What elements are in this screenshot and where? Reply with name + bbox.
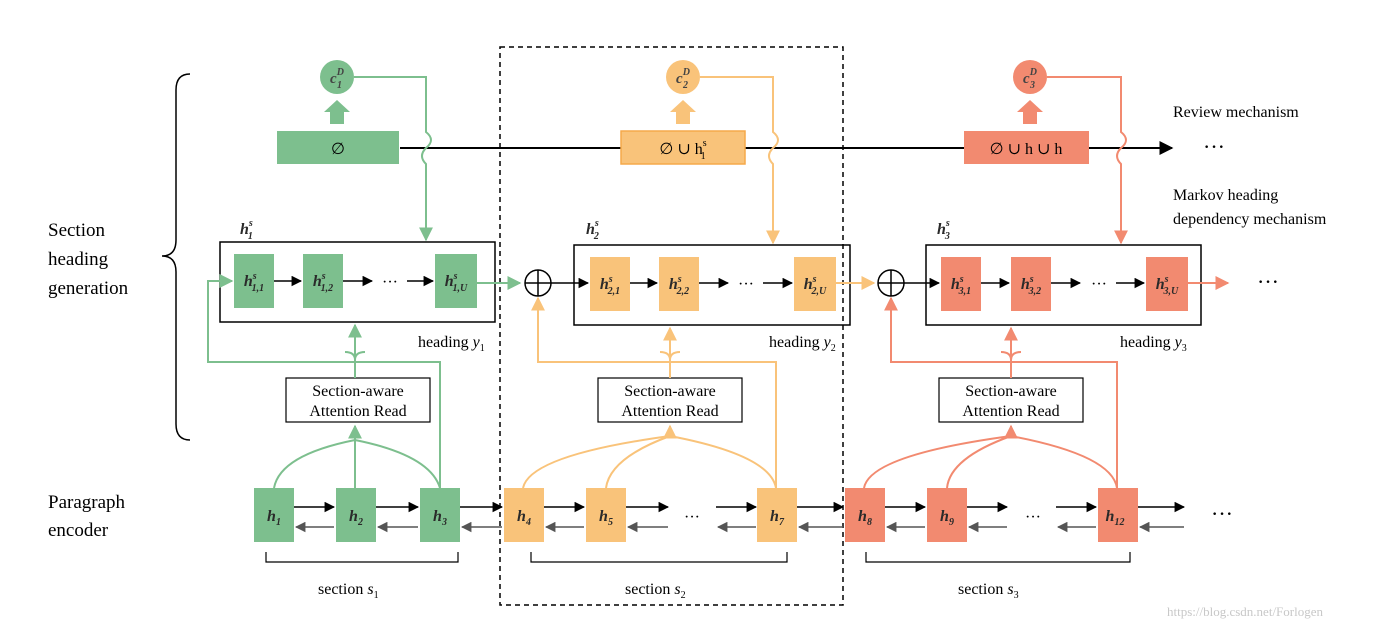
section-bracket-1 xyxy=(265,552,459,563)
decoder-ellipsis-3: ··· xyxy=(1091,276,1107,293)
decoder-node-3-1 xyxy=(941,257,981,311)
memory-box-3 xyxy=(964,131,1089,164)
label-review-mechanism: Review mechanism xyxy=(1173,104,1299,121)
decoder-ellipsis-1: ··· xyxy=(382,274,398,291)
decoder-ellipsis-2: ··· xyxy=(738,276,754,293)
encoder-node-4 xyxy=(504,488,544,542)
label-section-heading-2: heading xyxy=(48,249,109,270)
svg-text:cD1: cD1 xyxy=(330,67,344,91)
context-feed-1 xyxy=(354,76,433,242)
init-feed-1 xyxy=(207,274,441,488)
svg-text:cD3: cD3 xyxy=(1023,67,1037,91)
encoder-end-ellipsis: ··· xyxy=(1211,501,1233,526)
label-markov-1: Markov heading xyxy=(1173,187,1278,204)
label-paragraph-encoder-1: Paragraph xyxy=(48,492,126,513)
svg-text:cD2: cD2 xyxy=(676,67,690,91)
decoder-box-2 xyxy=(573,244,851,326)
decoder-node-1-3 xyxy=(435,254,477,308)
encoder-node-2 xyxy=(336,488,376,542)
memory-label-3: ∅ ∪ h ∪ h xyxy=(990,141,1063,158)
encoder-node-5 xyxy=(586,488,626,542)
attention-label-1b: Attention Read xyxy=(309,403,406,420)
label-section-heading-1: Section xyxy=(48,220,105,241)
memory-box-2 xyxy=(620,130,746,165)
context-feed-3 xyxy=(1047,76,1128,245)
label-paragraph-encoder-2: encoder xyxy=(48,520,109,541)
left-brace xyxy=(161,73,191,441)
decoder-node-2-1 xyxy=(590,257,630,311)
section-bracket-3 xyxy=(865,552,1131,563)
watermark: https://blog.csdn.net/Forlogen xyxy=(1167,604,1323,619)
section-label-2: section s2 xyxy=(625,581,686,601)
encoder-node-8 xyxy=(845,488,885,542)
decoder-node-2-3 xyxy=(794,257,836,311)
encoder-ellipsis-1: ··· xyxy=(684,509,700,526)
encoder-node-3 xyxy=(420,488,460,542)
attention-label-3a: Section-aware xyxy=(965,383,1057,400)
markov-ellipsis: ··· xyxy=(1257,269,1279,294)
memory-label-1: ∅ xyxy=(331,141,345,158)
context-feed-2 xyxy=(700,76,780,245)
decoder-node-1-2 xyxy=(303,254,343,308)
encoder-ellipsis-2: ··· xyxy=(1025,509,1041,526)
heading-label-3: heading y3 xyxy=(1120,334,1187,354)
decoder-node-3-2 xyxy=(1011,257,1051,311)
review-ellipsis: ··· xyxy=(1203,134,1225,159)
encoder-node-7 xyxy=(757,488,797,542)
label-section-heading-3: generation xyxy=(48,278,129,299)
label-markov-2: dependency mechanism xyxy=(1173,211,1327,228)
encoder-node-9 xyxy=(927,488,967,542)
section-bracket-2 xyxy=(530,552,788,563)
attention-label-3b: Attention Read xyxy=(962,403,1059,420)
heading-label-1: heading y1 xyxy=(418,334,485,354)
decoder-node-1-1 xyxy=(234,254,274,308)
encoder-node-1 xyxy=(254,488,294,542)
section-2-highlight xyxy=(499,46,844,606)
attention-label-2a: Section-aware xyxy=(624,383,716,400)
memory-box-1 xyxy=(277,131,399,164)
init-feed-2 xyxy=(531,296,777,488)
decoder-node-2-2 xyxy=(659,257,699,311)
heading-label-2: heading y2 xyxy=(769,334,836,354)
decoder-node-3-3 xyxy=(1146,257,1188,311)
section-label-1: section s1 xyxy=(318,581,379,601)
decoder-box-3 xyxy=(925,244,1202,326)
attention-label-2b: Attention Read xyxy=(621,403,718,420)
attention-label-1a: Section-aware xyxy=(312,383,404,400)
section-label-3: section s3 xyxy=(958,581,1019,601)
encoder-node-12 xyxy=(1098,488,1138,542)
init-feed-3 xyxy=(884,296,1118,488)
